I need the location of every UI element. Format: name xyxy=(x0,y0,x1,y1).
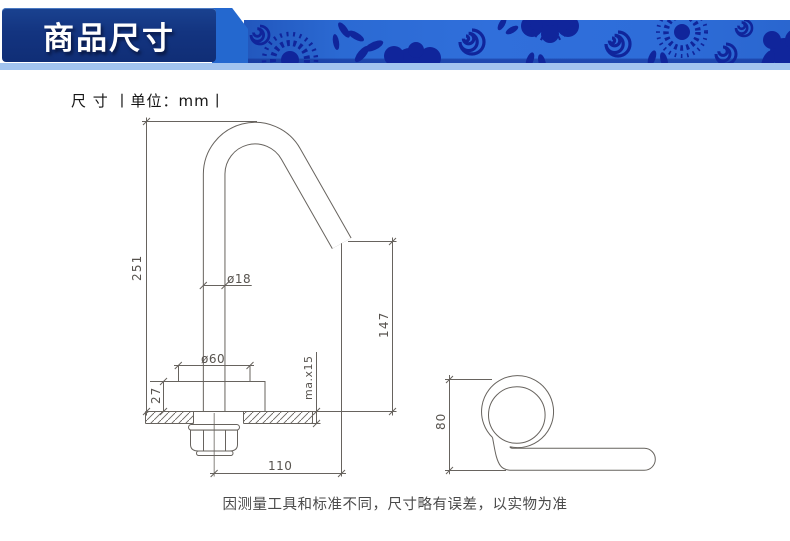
dim-spout-diameter: ø18 xyxy=(227,272,251,286)
banner: 商品尺寸 xyxy=(0,0,790,72)
handle-side-view xyxy=(445,375,656,475)
faucet-front-view xyxy=(145,121,352,477)
footer-note: 因测量工具和标准不同，尺寸略有误差，以实物为准 xyxy=(222,497,568,513)
banner-floral-pattern xyxy=(244,20,790,63)
dim-handle-height: 80 xyxy=(434,413,448,430)
dim-base-diameter: ø60 xyxy=(201,352,225,366)
dimension-subtitle: 尺 寸 丨单位：mm丨 xyxy=(71,92,226,110)
dim-spout-reach: 110 xyxy=(268,459,292,473)
dimension-labels: 251 ø18 147 ø60 27 ma.x15 110 80 xyxy=(130,254,448,473)
section-title: 商品尺寸 xyxy=(43,20,175,57)
dimension-lines xyxy=(142,117,397,478)
dim-deck-thickness: ma.x15 xyxy=(302,356,315,400)
section-title-box: 商品尺寸 xyxy=(2,8,216,62)
dim-base-height: 27 xyxy=(149,387,163,404)
floral-pattern-art xyxy=(249,20,790,63)
dim-spout-drop: 147 xyxy=(377,311,391,338)
banner-underline xyxy=(0,63,790,70)
dim-total-height: 251 xyxy=(130,254,144,281)
